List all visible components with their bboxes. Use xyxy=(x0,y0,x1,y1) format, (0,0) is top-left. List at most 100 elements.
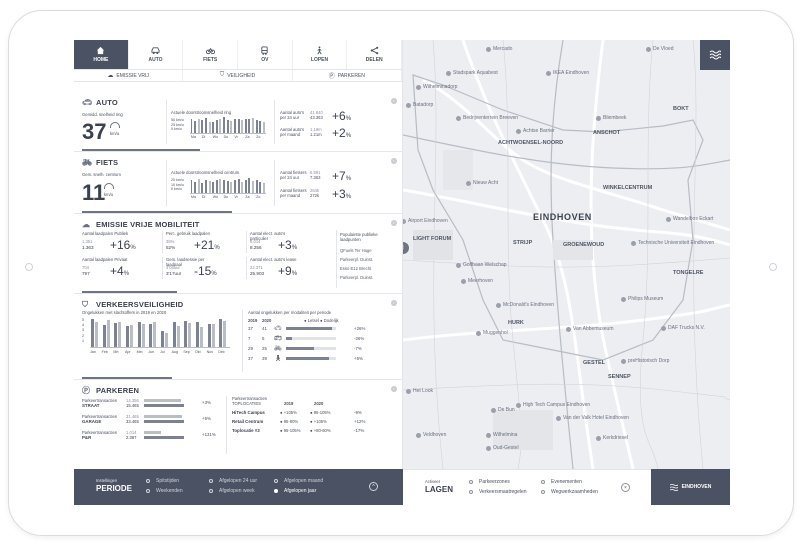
map-pin-icon[interactable] xyxy=(456,116,461,121)
location-2019: ● 95-80% xyxy=(280,419,299,424)
scroll-indicator[interactable] xyxy=(82,149,200,151)
expand-up-button[interactable]: ^ xyxy=(369,482,378,491)
period-option[interactable]: Afgelopen 24 uur xyxy=(209,478,257,484)
chart-bar xyxy=(241,120,244,133)
map-pin-icon[interactable] xyxy=(646,47,651,52)
map-pin-icon[interactable] xyxy=(403,219,406,224)
walk-icon xyxy=(317,46,322,55)
layer-option[interactable]: Verkeersmaatregelen xyxy=(469,489,527,495)
tick-label: 4 xyxy=(82,323,84,328)
map-pin-icon[interactable] xyxy=(491,408,496,413)
map-pin-icon[interactable] xyxy=(666,217,671,222)
map-pin-icon[interactable] xyxy=(596,116,601,121)
tab-ov[interactable]: OV xyxy=(238,40,293,69)
map-pin-icon[interactable] xyxy=(406,103,411,108)
map-pin-icon[interactable] xyxy=(661,326,666,331)
stat-label: Gem. laadsessie per laadpaal xyxy=(166,257,205,267)
tab-auto[interactable]: AUTO xyxy=(129,40,184,69)
info-icon[interactable]: i xyxy=(391,98,397,104)
map-pin-icon[interactable] xyxy=(486,47,491,52)
layer-option[interactable]: Wegwerkzaamheden xyxy=(541,489,598,495)
info-icon[interactable]: i xyxy=(391,158,397,164)
info-icon[interactable]: i xyxy=(391,300,397,306)
chart-bar xyxy=(255,120,258,133)
share-icon xyxy=(370,46,378,55)
group-type: P&R xyxy=(82,435,92,440)
map-pin-icon[interactable] xyxy=(456,263,461,268)
map-pin-icon[interactable] xyxy=(546,71,551,76)
tab-lopen[interactable]: LOPEN xyxy=(293,40,348,69)
map-pin-icon[interactable] xyxy=(406,389,411,394)
fiets-speed-chart xyxy=(190,176,266,194)
map-pin-icon[interactable] xyxy=(516,403,521,408)
info-icon[interactable]: i xyxy=(391,220,397,226)
map-layers-button[interactable] xyxy=(700,40,730,70)
map-label: preHistorisch Dorp xyxy=(628,358,670,364)
scroll-indicator[interactable] xyxy=(82,377,172,379)
map-pin-icon[interactable] xyxy=(486,433,491,438)
map-label: BOKT xyxy=(673,106,689,112)
map-pin-icon[interactable] xyxy=(416,85,421,90)
day-label: Do xyxy=(223,135,229,139)
period-option-selected[interactable]: Afgelopen jaar xyxy=(274,488,316,494)
chart-bar xyxy=(230,182,233,193)
period-option[interactable]: Weekenden xyxy=(146,488,183,494)
tab-delen[interactable]: DELEN xyxy=(347,40,403,69)
home-button[interactable] xyxy=(769,263,777,271)
period-option[interactable]: Afgelopen maand xyxy=(274,478,323,484)
subtab-veiligheid[interactable]: ⛉VEILIGHEID xyxy=(183,70,293,81)
bar-prev xyxy=(144,431,161,434)
popular-item[interactable]: Parkeerpl. Duinst. xyxy=(340,257,374,262)
stat-prev: 6.591 xyxy=(310,170,321,175)
map-pin-icon[interactable] xyxy=(476,331,481,336)
map-pin-icon[interactable] xyxy=(556,416,561,421)
popular-item[interactable]: Parkeerpl. Duinst. xyxy=(340,275,374,280)
tick-label: 0 km/u xyxy=(171,187,182,191)
tick-label: 3 xyxy=(82,328,84,333)
subtab-emissie-vrij[interactable]: ☁EMISSIE VRIJ xyxy=(74,70,184,81)
map-label: Wilhelminadorp xyxy=(423,84,458,90)
map-label: McDonald's Eindhoven xyxy=(503,302,554,308)
map-pin-icon[interactable] xyxy=(466,181,471,186)
map-pin-icon[interactable] xyxy=(416,433,421,438)
city-select-button[interactable]: EINDHOVEN xyxy=(651,469,730,505)
layer-option[interactable]: Parkeerzones xyxy=(469,479,510,485)
map-label: IKEA Eindhoven xyxy=(553,70,590,76)
pct-sign: % xyxy=(291,245,298,251)
map-pin-icon[interactable] xyxy=(461,279,466,284)
month-label: Dec xyxy=(218,350,225,354)
info-icon[interactable]: i xyxy=(391,386,397,392)
close-layers-button[interactable]: × xyxy=(621,483,630,492)
period-option[interactable]: Afgelopen week xyxy=(209,488,255,494)
map-pin-icon[interactable] xyxy=(516,129,521,134)
popular-item[interactable]: Esso E12 Brecht xyxy=(340,266,372,271)
tab-home[interactable]: HOME xyxy=(74,40,129,69)
layer-option[interactable]: Evenementen xyxy=(541,479,582,485)
map-pin-icon[interactable] xyxy=(621,359,626,364)
map-label: LIGHT FORUM xyxy=(413,236,452,242)
scroll-indicator[interactable] xyxy=(82,291,177,293)
map-pin-icon[interactable] xyxy=(631,241,636,246)
map-pin-icon[interactable] xyxy=(486,446,491,451)
month-label: Nov xyxy=(206,350,214,354)
chart-bar xyxy=(226,181,229,193)
chart-bar xyxy=(244,118,247,133)
left-panel: HOME AUTO FIETS OV LOPEN DELEN xyxy=(74,40,403,505)
chart-bar xyxy=(215,120,218,133)
map-pin-icon[interactable] xyxy=(566,327,571,332)
map-pin-icon[interactable] xyxy=(596,436,601,441)
scroll-indicator[interactable] xyxy=(82,211,232,213)
walk-icon: 🚶︎ xyxy=(274,356,282,362)
map-label: Philips Museum xyxy=(628,296,664,302)
tab-fiets[interactable]: FIETS xyxy=(183,40,239,69)
period-option[interactable]: Spitstijden xyxy=(146,478,179,484)
map-pin-icon[interactable] xyxy=(621,297,626,302)
map-pin-icon[interactable] xyxy=(446,71,451,76)
stat-pct: -15% xyxy=(194,264,217,278)
map-pin-icon[interactable] xyxy=(496,303,501,308)
popular-item[interactable]: QFuels Ter Hage xyxy=(340,248,372,253)
